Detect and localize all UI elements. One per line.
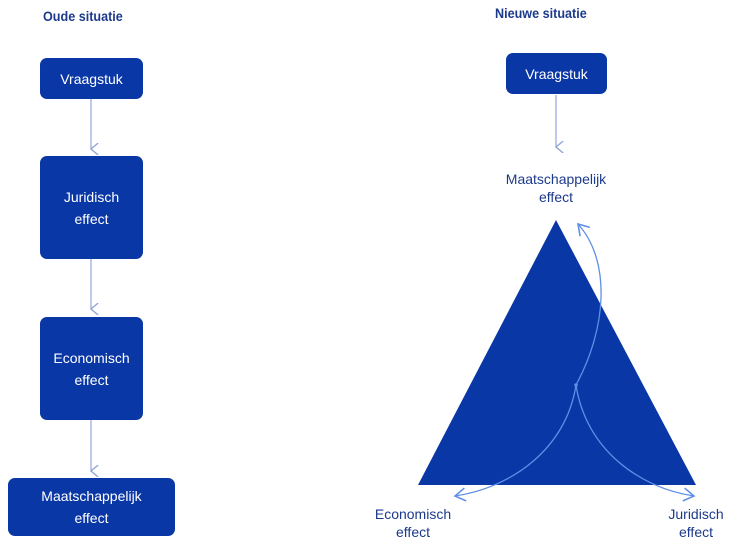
old-step-question: Vraagstuk xyxy=(40,58,143,99)
curve-to-left-icon xyxy=(453,384,577,502)
old-step-legal: Juridisch effect xyxy=(40,156,143,259)
new-step-question: Vraagstuk xyxy=(506,53,607,94)
curve-to-right-icon xyxy=(575,384,696,502)
effects-triangle xyxy=(418,220,696,485)
label-legal-effect: Juridisch effect xyxy=(668,506,724,540)
old-step-economic: Economisch effect xyxy=(40,317,143,420)
label-economic-effect: Economisch effect xyxy=(374,506,452,540)
triangle-center-dot xyxy=(574,383,578,387)
new-situation-title: Nieuwe situatie xyxy=(495,5,587,21)
label-social-effect: Maatschappelijk effect xyxy=(505,171,607,205)
curve-to-top-icon xyxy=(575,222,602,386)
old-situation-title: Oude situatie xyxy=(43,8,123,24)
old-step-social: Maatschappelijk effect xyxy=(8,478,175,536)
